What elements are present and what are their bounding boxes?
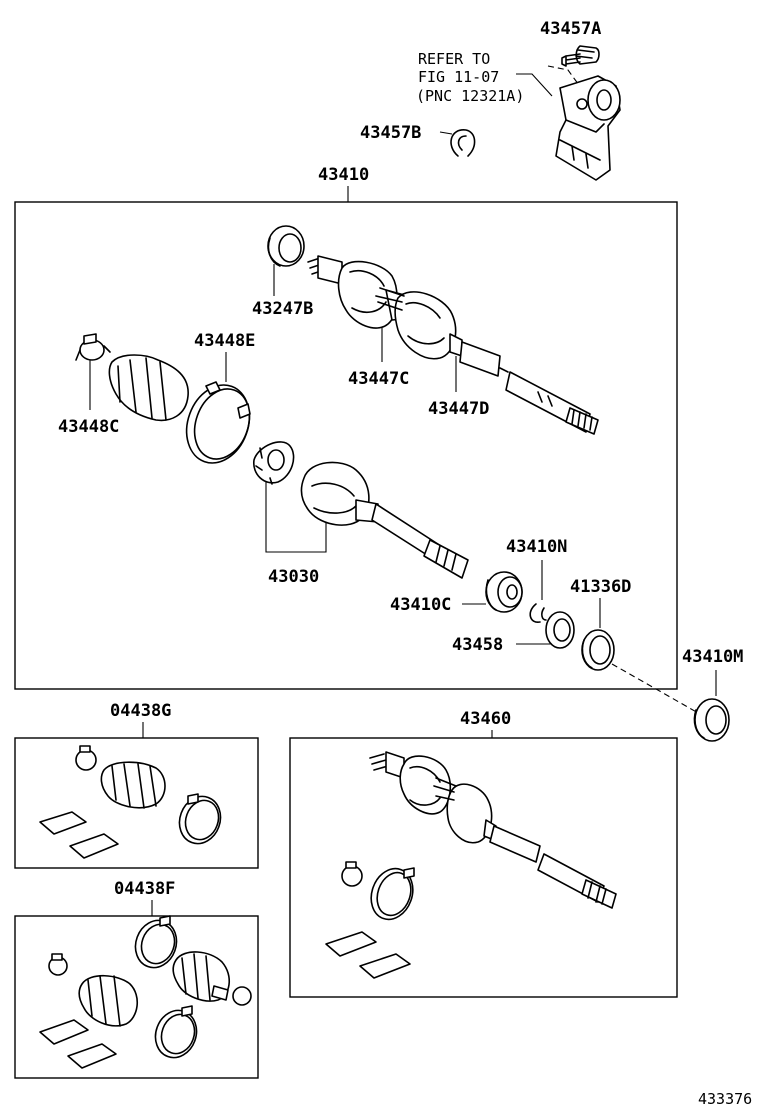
refer-note-line3: (PNC 12321A): [416, 87, 524, 105]
label-43030: 43030: [268, 567, 319, 587]
bolt-43457a: [561, 45, 600, 67]
assembly-box-43460: [289, 737, 678, 998]
label-43457a: 43457A: [540, 19, 601, 39]
label-43410: 43410: [318, 165, 369, 185]
snap-ring-43457b: [450, 129, 476, 157]
label-43410n: 43410N: [506, 537, 567, 557]
outer-joint-upper-shaft: [307, 255, 599, 435]
assembly-box-43410: [14, 201, 678, 690]
label-43460: 43460: [460, 709, 511, 729]
seal-41336d: [581, 629, 615, 671]
kit-box-04438f: [14, 915, 259, 1079]
kit-43460-parts: [325, 861, 415, 979]
seal-43410m: [693, 698, 730, 742]
label-43447c: 43447C: [348, 369, 409, 389]
refer-leader: [516, 73, 553, 97]
label-41336d: 41336D: [570, 577, 631, 597]
label-43410c: 43410C: [390, 595, 451, 615]
kit-04438g-parts: [39, 745, 222, 859]
steering-knuckle: [555, 75, 621, 181]
inboard-joint-43030: [253, 441, 469, 579]
clamp-43448c: [75, 333, 111, 361]
ring-43247b: [267, 225, 305, 267]
kit-04438f-parts: [39, 915, 252, 1069]
figure-number: 433376: [698, 1090, 752, 1108]
bearing-43410c: [485, 571, 523, 613]
washer-43458: [545, 611, 575, 649]
label-43448c: 43448C: [58, 417, 119, 437]
drive-shaft-43460: [369, 751, 617, 909]
kit-box-04438g: [14, 737, 259, 869]
refer-note-line1: REFER TO: [418, 50, 490, 68]
label-04438g: 04438G: [110, 701, 171, 721]
label-43247b: 43247B: [252, 299, 313, 319]
refer-note-line2: FIG 11-07: [418, 68, 499, 86]
label-43448e: 43448E: [194, 331, 255, 351]
clamp-43448e: [185, 381, 251, 464]
label-43410m: 43410M: [682, 647, 743, 667]
label-04438f: 04438F: [114, 879, 175, 899]
bolt-dash-line: [547, 65, 585, 93]
snap-ring-43410n: [529, 603, 547, 623]
label-43457b: 43457B: [360, 123, 421, 143]
boot-inner: [108, 354, 189, 422]
label-43458: 43458: [452, 635, 503, 655]
label-43447d: 43447D: [428, 399, 489, 419]
